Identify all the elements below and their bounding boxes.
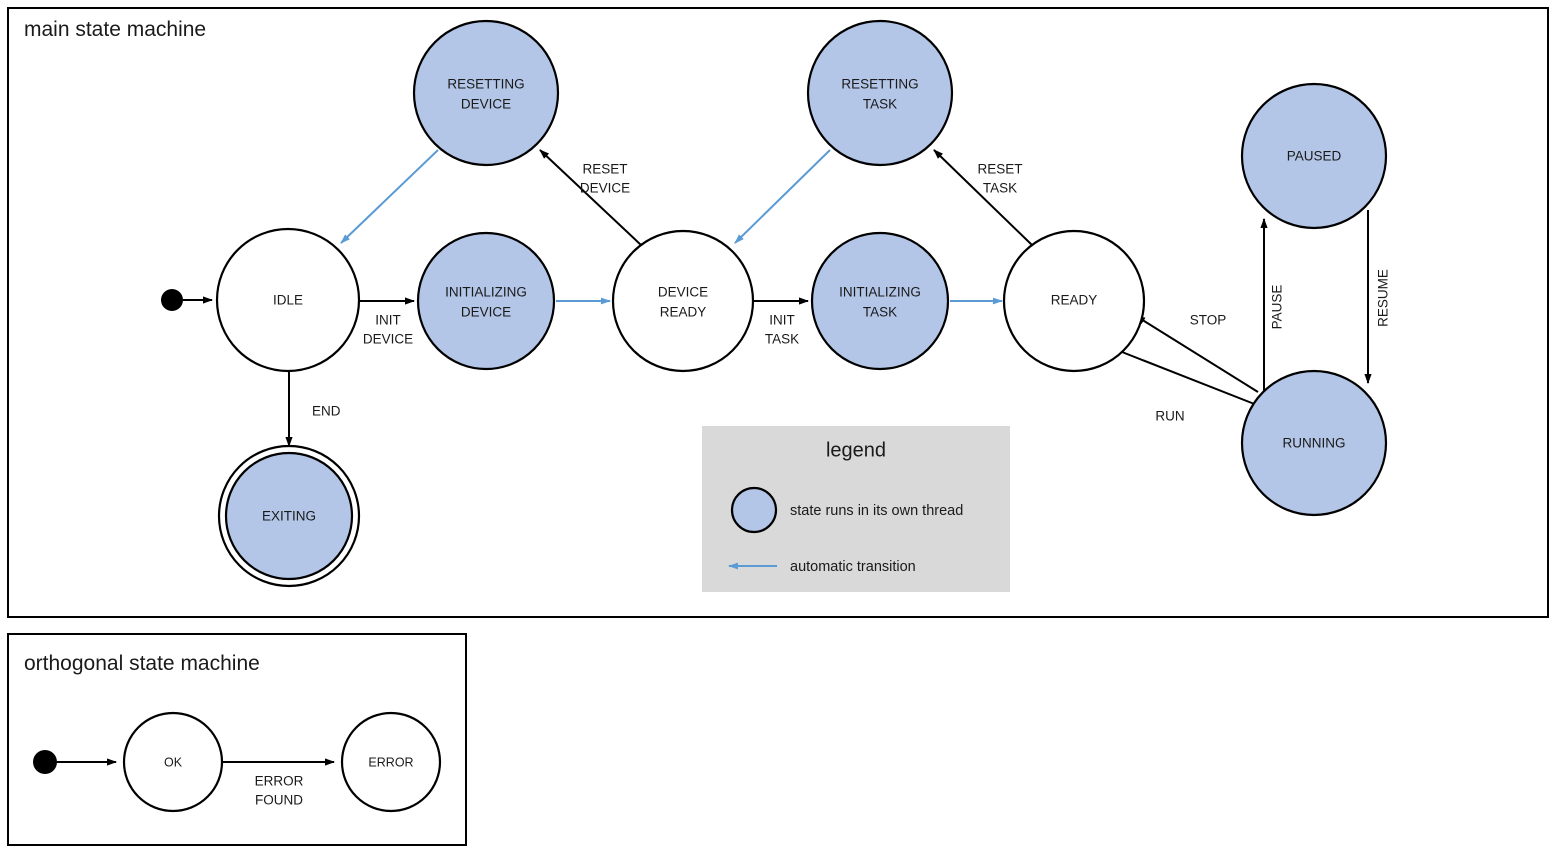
- state-paused-circle[interactable]: [1240, 82, 1388, 230]
- transition-label-error-found-line1: ERROR: [255, 774, 304, 789]
- main-states: IDLE RESETTING DEVICE INITIALIZING DEVIC…: [161, 19, 1388, 588]
- state-initializing-device-label-line1: INITIALIZING: [445, 285, 527, 300]
- state-resetting-task-circle[interactable]: [806, 19, 954, 167]
- transition-device-ready-to-resetting-device[interactable]: [539, 149, 642, 246]
- transition-resetting-task-to-device-ready[interactable]: [734, 149, 831, 244]
- transition-label-reset-device-line2: DEVICE: [580, 181, 630, 196]
- legend-title: legend: [826, 439, 886, 461]
- state-paused[interactable]: PAUSED: [1240, 82, 1388, 230]
- state-ready-label: READY: [1051, 293, 1098, 308]
- state-exiting-label: EXITING: [262, 509, 316, 524]
- state-ok-circle[interactable]: [122, 711, 224, 813]
- state-idle-circle[interactable]: [215, 227, 361, 373]
- legend-thread-state-icon: [730, 486, 778, 534]
- transition-label-reset-task-line2: TASK: [983, 181, 1017, 196]
- state-resetting-task-label-line2: TASK: [863, 97, 897, 112]
- main-frame-title: main state machine: [24, 18, 206, 41]
- state-device-ready[interactable]: DEVICE READY: [611, 229, 755, 373]
- state-resetting-device-label-line2: DEVICE: [461, 97, 511, 112]
- transition-label-resume: RESUME: [1376, 269, 1391, 327]
- state-resetting-device-label-line1: RESETTING: [447, 77, 524, 92]
- legend-item-automatic-transition: automatic transition: [728, 559, 916, 575]
- orthogonal-state-machine-frame: orthogonal state machine ERROR FOUND OK …: [7, 633, 467, 846]
- transition-label-run: RUN: [1155, 409, 1184, 424]
- legend: legend state runs in its own thread auto…: [702, 426, 1010, 592]
- transition-label-init-device-line1: INIT: [375, 313, 401, 328]
- legend-item-thread-state: state runs in its own thread: [730, 486, 963, 534]
- orthogonal-frame-title: orthogonal state machine: [24, 652, 260, 675]
- legend-automatic-transition-text: automatic transition: [790, 559, 916, 575]
- state-ready-circle[interactable]: [1002, 229, 1146, 373]
- state-exiting[interactable]: EXITING: [217, 444, 361, 588]
- state-initializing-task-label-line1: INITIALIZING: [839, 285, 921, 300]
- state-exiting-circle[interactable]: [224, 451, 354, 581]
- transition-resetting-device-to-idle[interactable]: [340, 149, 439, 244]
- state-paused-label: PAUSED: [1287, 149, 1342, 164]
- transition-ready-to-running[interactable]: [1121, 351, 1263, 408]
- initial-state-node[interactable]: [161, 289, 183, 311]
- state-error[interactable]: ERROR: [340, 711, 442, 813]
- state-resetting-task-label-line1: RESETTING: [841, 77, 918, 92]
- state-ok-label: OK: [164, 755, 183, 769]
- state-device-ready-label-line1: DEVICE: [658, 285, 708, 300]
- state-device-ready-circle[interactable]: [611, 229, 755, 373]
- state-initializing-device[interactable]: INITIALIZING DEVICE: [416, 231, 556, 371]
- state-ok[interactable]: OK: [122, 711, 224, 813]
- transition-ready-to-resetting-task[interactable]: [933, 149, 1033, 246]
- transition-label-error-found-line2: FOUND: [255, 793, 303, 808]
- main-transitions: INIT DEVICE RESET DEVICE END INIT TASK R…: [183, 149, 1391, 447]
- state-idle[interactable]: IDLE: [215, 227, 361, 373]
- state-initializing-task-label-line2: TASK: [863, 305, 897, 320]
- transition-running-to-ready[interactable]: [1135, 315, 1259, 393]
- transition-label-end: END: [312, 404, 341, 419]
- transition-label-init-task-line1: INIT: [769, 313, 795, 328]
- transition-label-reset-device-line1: RESET: [582, 162, 627, 177]
- transition-label-init-task-line2: TASK: [765, 332, 799, 347]
- state-error-label: ERROR: [368, 755, 413, 769]
- state-resetting-task[interactable]: RESETTING TASK: [806, 19, 954, 167]
- state-ready[interactable]: READY: [1002, 229, 1146, 373]
- transition-label-reset-task-line1: RESET: [977, 162, 1022, 177]
- state-initializing-task-circle[interactable]: [810, 231, 950, 371]
- state-resetting-device-circle[interactable]: [412, 19, 560, 167]
- state-initializing-device-circle[interactable]: [416, 231, 556, 371]
- state-running-circle[interactable]: [1240, 369, 1388, 517]
- transition-label-init-device-line2: DEVICE: [363, 332, 413, 347]
- orthogonal-initial-state-node[interactable]: [33, 750, 57, 774]
- state-resetting-device[interactable]: RESETTING DEVICE: [412, 19, 560, 167]
- transition-label-stop: STOP: [1190, 313, 1227, 328]
- state-initializing-device-label-line2: DEVICE: [461, 305, 511, 320]
- state-initializing-task[interactable]: INITIALIZING TASK: [810, 231, 950, 371]
- transition-label-pause: PAUSE: [1270, 285, 1285, 330]
- state-idle-label: IDLE: [273, 293, 303, 308]
- state-error-circle[interactable]: [340, 711, 442, 813]
- legend-thread-state-text: state runs in its own thread: [790, 503, 963, 519]
- state-device-ready-label-line2: READY: [660, 305, 707, 320]
- state-running[interactable]: RUNNING: [1240, 369, 1388, 517]
- state-running-label: RUNNING: [1283, 436, 1346, 451]
